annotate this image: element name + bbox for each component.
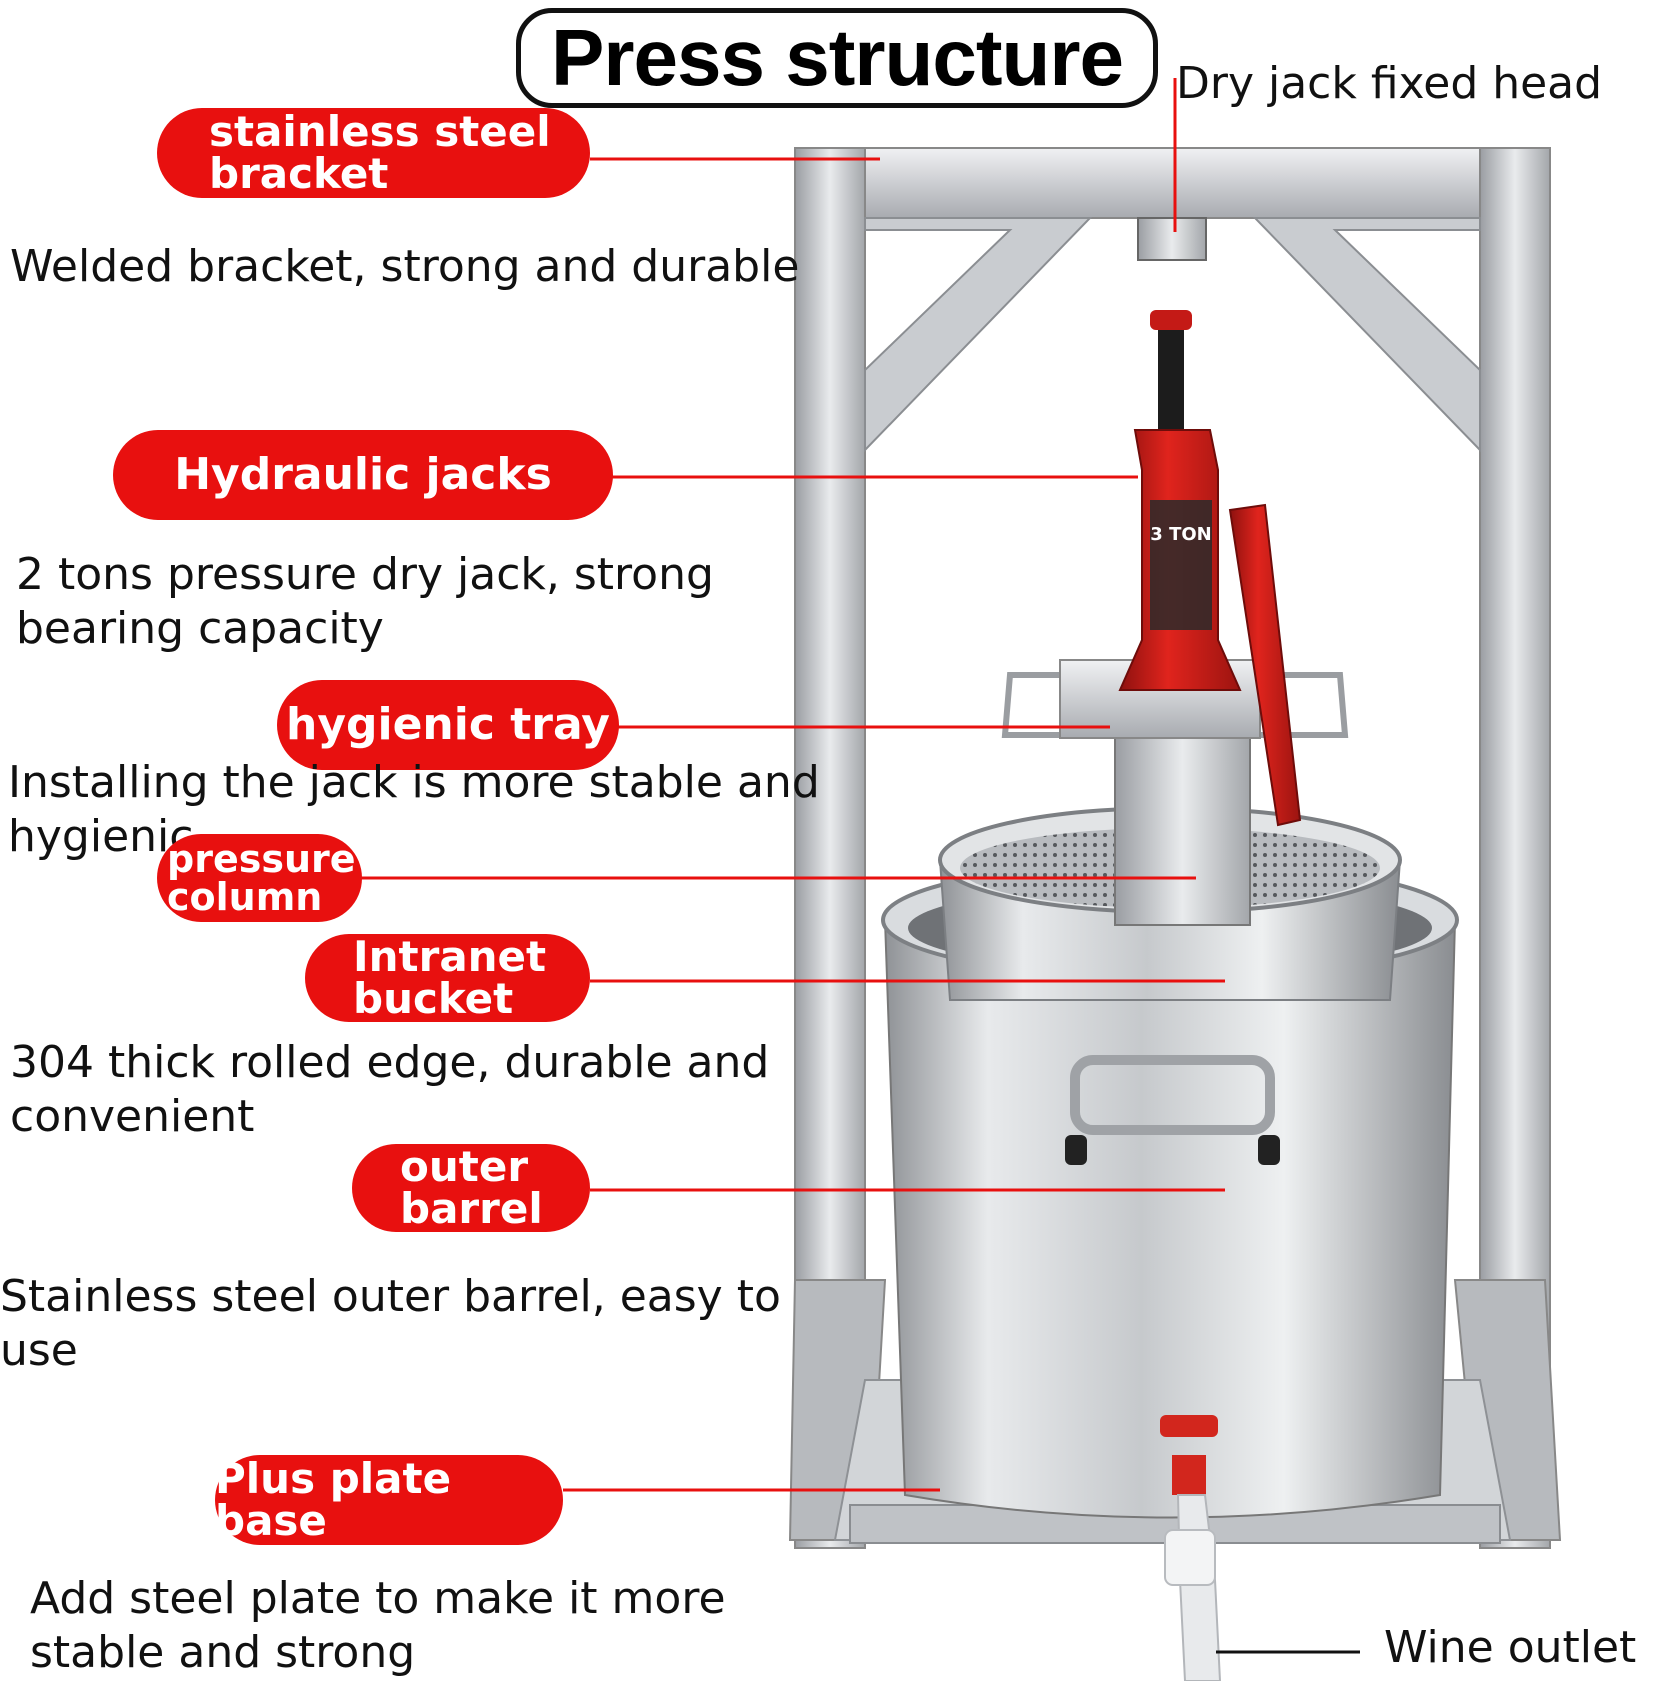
frame-right-brace bbox=[1252, 217, 1481, 453]
wine-outlet-valve bbox=[1160, 1415, 1222, 1681]
desc-bracket: Welded bracket, strong and durable bbox=[10, 241, 800, 292]
jack-capacity-mark: 3 TON bbox=[1150, 524, 1211, 545]
diagram-title: Press structure bbox=[516, 8, 1158, 108]
callout-bracket-line1: stainless steel bbox=[209, 107, 551, 156]
callout-column-line2: column bbox=[167, 875, 323, 919]
desc-hygienic-tray: Installing the jack is more stable and h… bbox=[8, 756, 820, 864]
desc-outer-line1: Stainless steel outer barrel, easy to bbox=[0, 1271, 781, 1322]
desc-intranet-bucket: 304 thick rolled edge, durable and conve… bbox=[10, 1036, 769, 1144]
barrel-handle bbox=[1070, 1055, 1275, 1135]
callout-outer-line2: barrel bbox=[400, 1184, 543, 1233]
pressure-column bbox=[1114, 734, 1251, 926]
desc-jacks-line1: 2 tons pressure dry jack, strong bbox=[16, 549, 714, 600]
frame-top-beam bbox=[794, 147, 1551, 219]
desc-base-line1: Add steel plate to make it more bbox=[30, 1573, 726, 1624]
callout-intranet-line2: bucket bbox=[353, 974, 514, 1023]
desc-intranet-line1: 304 thick rolled edge, durable and bbox=[10, 1037, 770, 1088]
callout-pressure-column: pressure column bbox=[157, 834, 362, 922]
desc-hydraulic-jacks: 2 tons pressure dry jack, strong bearing… bbox=[16, 548, 714, 656]
callout-outer-barrel: outer barrel bbox=[352, 1144, 590, 1232]
callout-plus-plate-base: Plus plate base bbox=[215, 1455, 563, 1545]
callout-bracket: stainless steel bracket bbox=[157, 108, 590, 198]
callout-hydraulic-jacks: Hydraulic jacks bbox=[113, 430, 613, 520]
desc-intranet-line2: convenient bbox=[10, 1091, 255, 1142]
callout-intranet-line1: Intranet bbox=[353, 932, 547, 981]
label-dry-jack-fixed-head: Dry jack fixed head bbox=[1176, 58, 1603, 109]
desc-tray-line2: hygienic bbox=[8, 811, 194, 862]
dry-jack-fixed-head bbox=[1137, 217, 1207, 261]
desc-plus-plate-base: Add steel plate to make it more stable a… bbox=[30, 1572, 726, 1680]
frame-left-brace bbox=[864, 217, 1093, 453]
desc-outer-barrel: Stainless steel outer barrel, easy to us… bbox=[0, 1270, 781, 1378]
callout-outer-line1: outer bbox=[400, 1142, 529, 1191]
callout-hygienic-tray: hygienic tray bbox=[277, 680, 619, 770]
desc-jacks-line2: bearing capacity bbox=[16, 603, 384, 654]
hydraulic-jack: 3 TON bbox=[1118, 310, 1302, 827]
label-wine-outlet: Wine outlet bbox=[1384, 1622, 1637, 1673]
desc-tray-line1: Installing the jack is more stable and bbox=[8, 757, 820, 808]
callout-intranet-bucket: Intranet bucket bbox=[305, 934, 590, 1022]
desc-outer-line2: use bbox=[0, 1325, 78, 1376]
leader-lines bbox=[360, 157, 1225, 1492]
intranet-bucket bbox=[938, 806, 1402, 1001]
callout-column-line1: pressure bbox=[167, 837, 356, 881]
desc-base-line2: stable and strong bbox=[30, 1627, 416, 1678]
callout-bracket-line2: bracket bbox=[209, 149, 389, 198]
